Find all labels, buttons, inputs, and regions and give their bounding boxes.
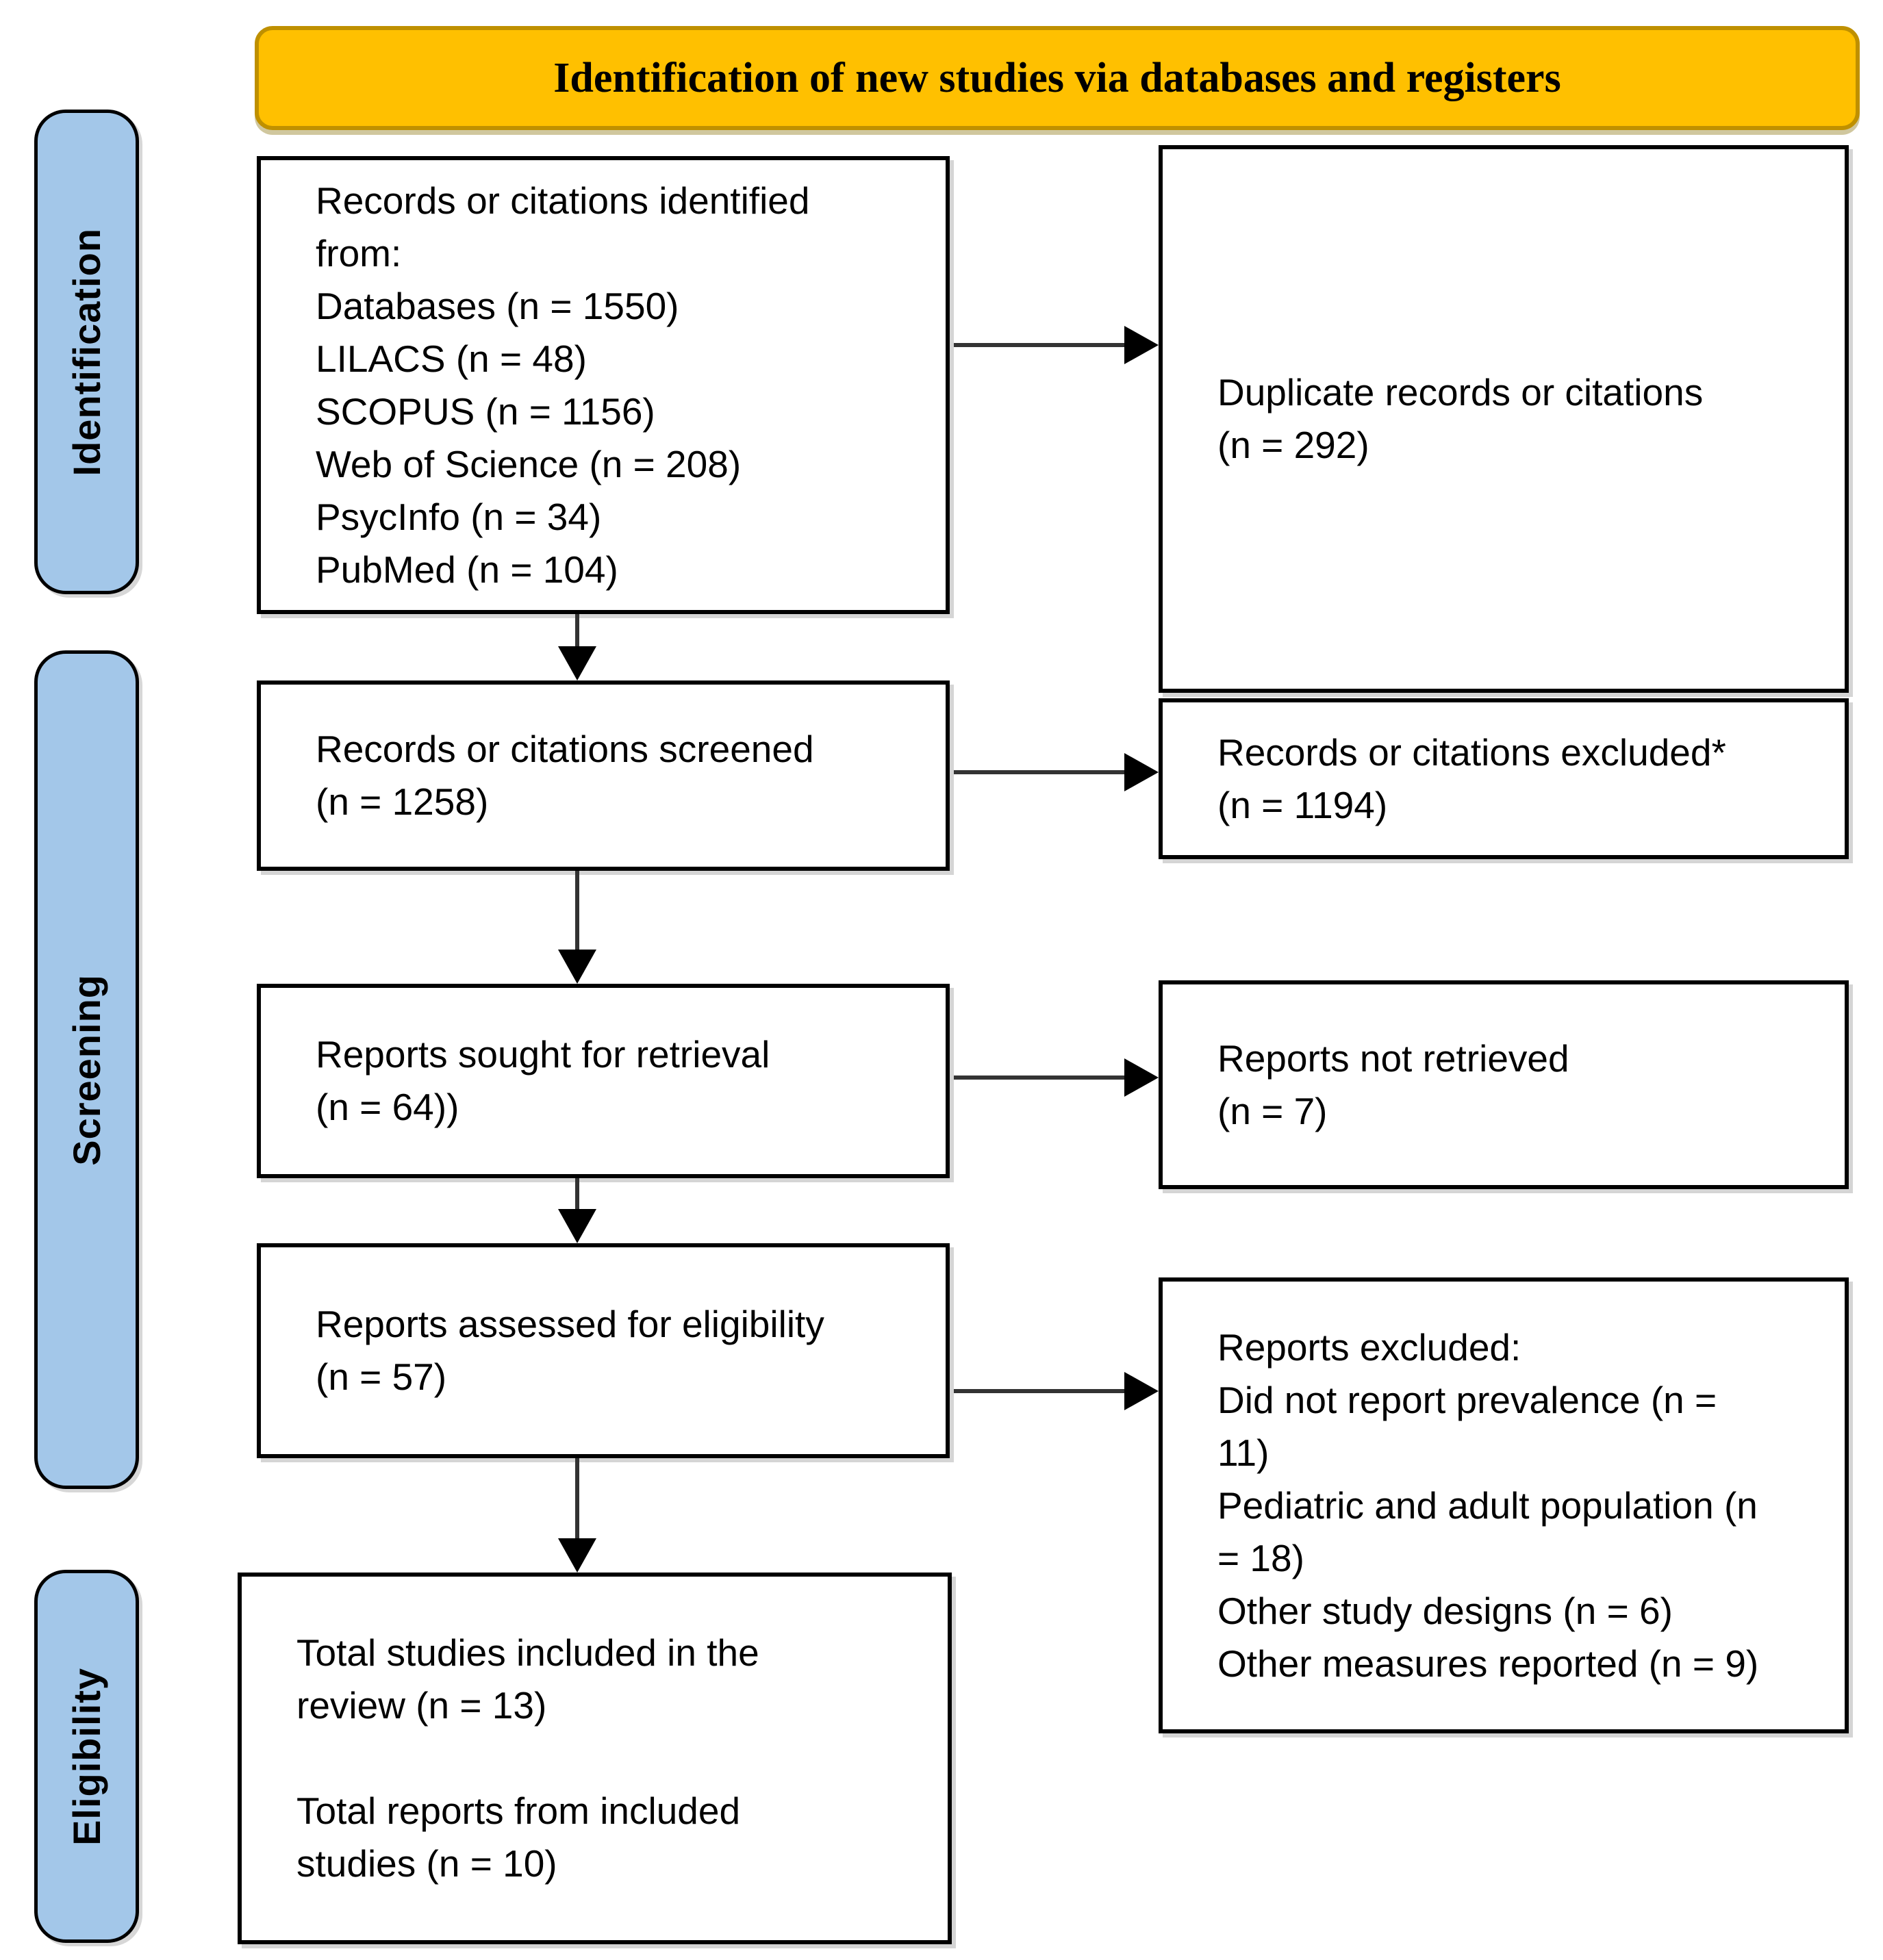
text-line: SCOPUS (n = 1156) <box>316 390 655 433</box>
text-line: Databases (n = 1550) <box>316 284 679 327</box>
text-line: Pediatric and adult population (n <box>1217 1484 1758 1527</box>
connector-identified-to-duplicates <box>954 343 1126 347</box>
text-line: (n = 1258) <box>316 780 489 823</box>
box-reports-not-retrieved-text: Reports not retrieved (n = 7) <box>1163 1019 1597 1151</box>
text-line: = 18) <box>1217 1536 1304 1579</box>
connector-assessed-to-total <box>575 1458 579 1540</box>
stage-label-identification-text: Identification <box>65 227 108 476</box>
connector-screened-to-excluded <box>954 770 1126 774</box>
stage-label-eligibility-text: Eligibility <box>65 1667 108 1846</box>
text-line: 11) <box>1217 1431 1269 1474</box>
box-total-included: Total studies included in the review (n … <box>238 1573 952 1944</box>
stage-label-identification: Identification <box>34 110 139 594</box>
text-line: review (n = 13) <box>296 1684 547 1727</box>
connector-sought-to-assessed <box>575 1178 579 1210</box>
text-line: Web of Science (n = 208) <box>316 442 742 485</box>
text-line: Total studies included in the <box>296 1631 759 1674</box>
text-line: (n = 7) <box>1217 1089 1328 1132</box>
text-line: PubMed (n = 104) <box>316 548 618 591</box>
text-line: Reports not retrieved <box>1217 1036 1569 1080</box>
arrow-right-icon <box>1124 326 1159 364</box>
connector-sought-to-not-retrieved <box>954 1076 1126 1080</box>
connector-identified-to-screened <box>575 614 579 650</box>
text-line: Records or citations identified <box>316 179 810 222</box>
box-records-excluded: Records or citations excluded* (n = 1194… <box>1159 698 1849 859</box>
text-line: Other measures reported (n = 9) <box>1217 1642 1759 1685</box>
box-records-identified-text: Records or citations identified from: Da… <box>261 161 837 610</box>
stage-label-screening-text: Screening <box>65 973 108 1166</box>
text-line: Did not report prevalence (n = <box>1217 1378 1717 1421</box>
connector-assessed-to-reports-excluded <box>954 1389 1126 1393</box>
box-duplicates-removed: Duplicate records or citations (n = 292) <box>1159 145 1849 693</box>
box-records-excluded-text: Records or citations excluded* (n = 1194… <box>1163 713 1754 845</box>
text-line <box>296 1732 759 1785</box>
box-reports-excluded-text: Reports excluded: Did not report prevale… <box>1163 1308 1786 1704</box>
text-line: PsycInfo (n = 34) <box>316 495 602 538</box>
arrow-down-icon <box>558 1538 596 1573</box>
arrow-down-icon <box>558 1209 596 1243</box>
arrow-right-icon <box>1124 1372 1159 1410</box>
box-reports-not-retrieved: Reports not retrieved (n = 7) <box>1159 980 1849 1189</box>
text-line: Reports excluded: <box>1217 1325 1521 1369</box>
box-reports-excluded: Reports excluded: Did not report prevale… <box>1159 1277 1849 1733</box>
arrow-down-icon <box>558 646 596 680</box>
box-reports-sought-text: Reports sought for retrieval (n = 64)) <box>261 1015 797 1147</box>
text-line: Records or citations excluded* <box>1217 730 1726 774</box>
box-records-screened: Records or citations screened (n = 1258) <box>257 680 950 871</box>
text-line: (n = 64)) <box>316 1086 459 1128</box>
text-line: Reports sought for retrieval <box>316 1033 770 1076</box>
arrow-right-icon <box>1124 753 1159 791</box>
connector-screened-to-sought <box>575 871 579 951</box>
stage-label-screening: Screening <box>34 650 139 1489</box>
box-duplicates-removed-text: Duplicate records or citations (n = 292) <box>1163 353 1730 485</box>
text-line: LILACS (n = 48) <box>316 337 587 380</box>
box-records-identified: Records or citations identified from: Da… <box>257 156 950 614</box>
text-line: Total reports from included <box>296 1790 741 1832</box>
text-line: Records or citations screened <box>316 728 814 770</box>
stage-label-eligibility: Eligibility <box>34 1570 139 1943</box>
box-reports-assessed: Reports assessed for eligibility (n = 57… <box>257 1243 950 1458</box>
text-line: Other study designs (n = 6) <box>1217 1589 1673 1632</box>
text-line: Reports assessed for eligibility <box>316 1303 824 1345</box>
title-banner-label: Identification of new studies via databa… <box>553 54 1561 101</box>
text-line: (n = 57) <box>316 1356 447 1398</box>
text-line: from: <box>316 231 402 275</box>
text-line: (n = 292) <box>1217 424 1369 466</box>
text-line: (n = 1194) <box>1217 783 1388 826</box>
arrow-right-icon <box>1124 1058 1159 1097</box>
arrow-down-icon <box>558 950 596 984</box>
text-line: Duplicate records or citations <box>1217 371 1704 413</box>
box-reports-sought: Reports sought for retrieval (n = 64)) <box>257 984 950 1178</box>
title-banner: Identification of new studies via databa… <box>255 26 1860 130</box>
box-reports-assessed-text: Reports assessed for eligibility (n = 57… <box>261 1284 852 1417</box>
box-total-included-text: Total studies included in the review (n … <box>242 1613 787 1904</box>
text-line: studies (n = 10) <box>296 1842 557 1885</box>
box-records-screened-text: Records or citations screened (n = 1258) <box>261 709 842 842</box>
